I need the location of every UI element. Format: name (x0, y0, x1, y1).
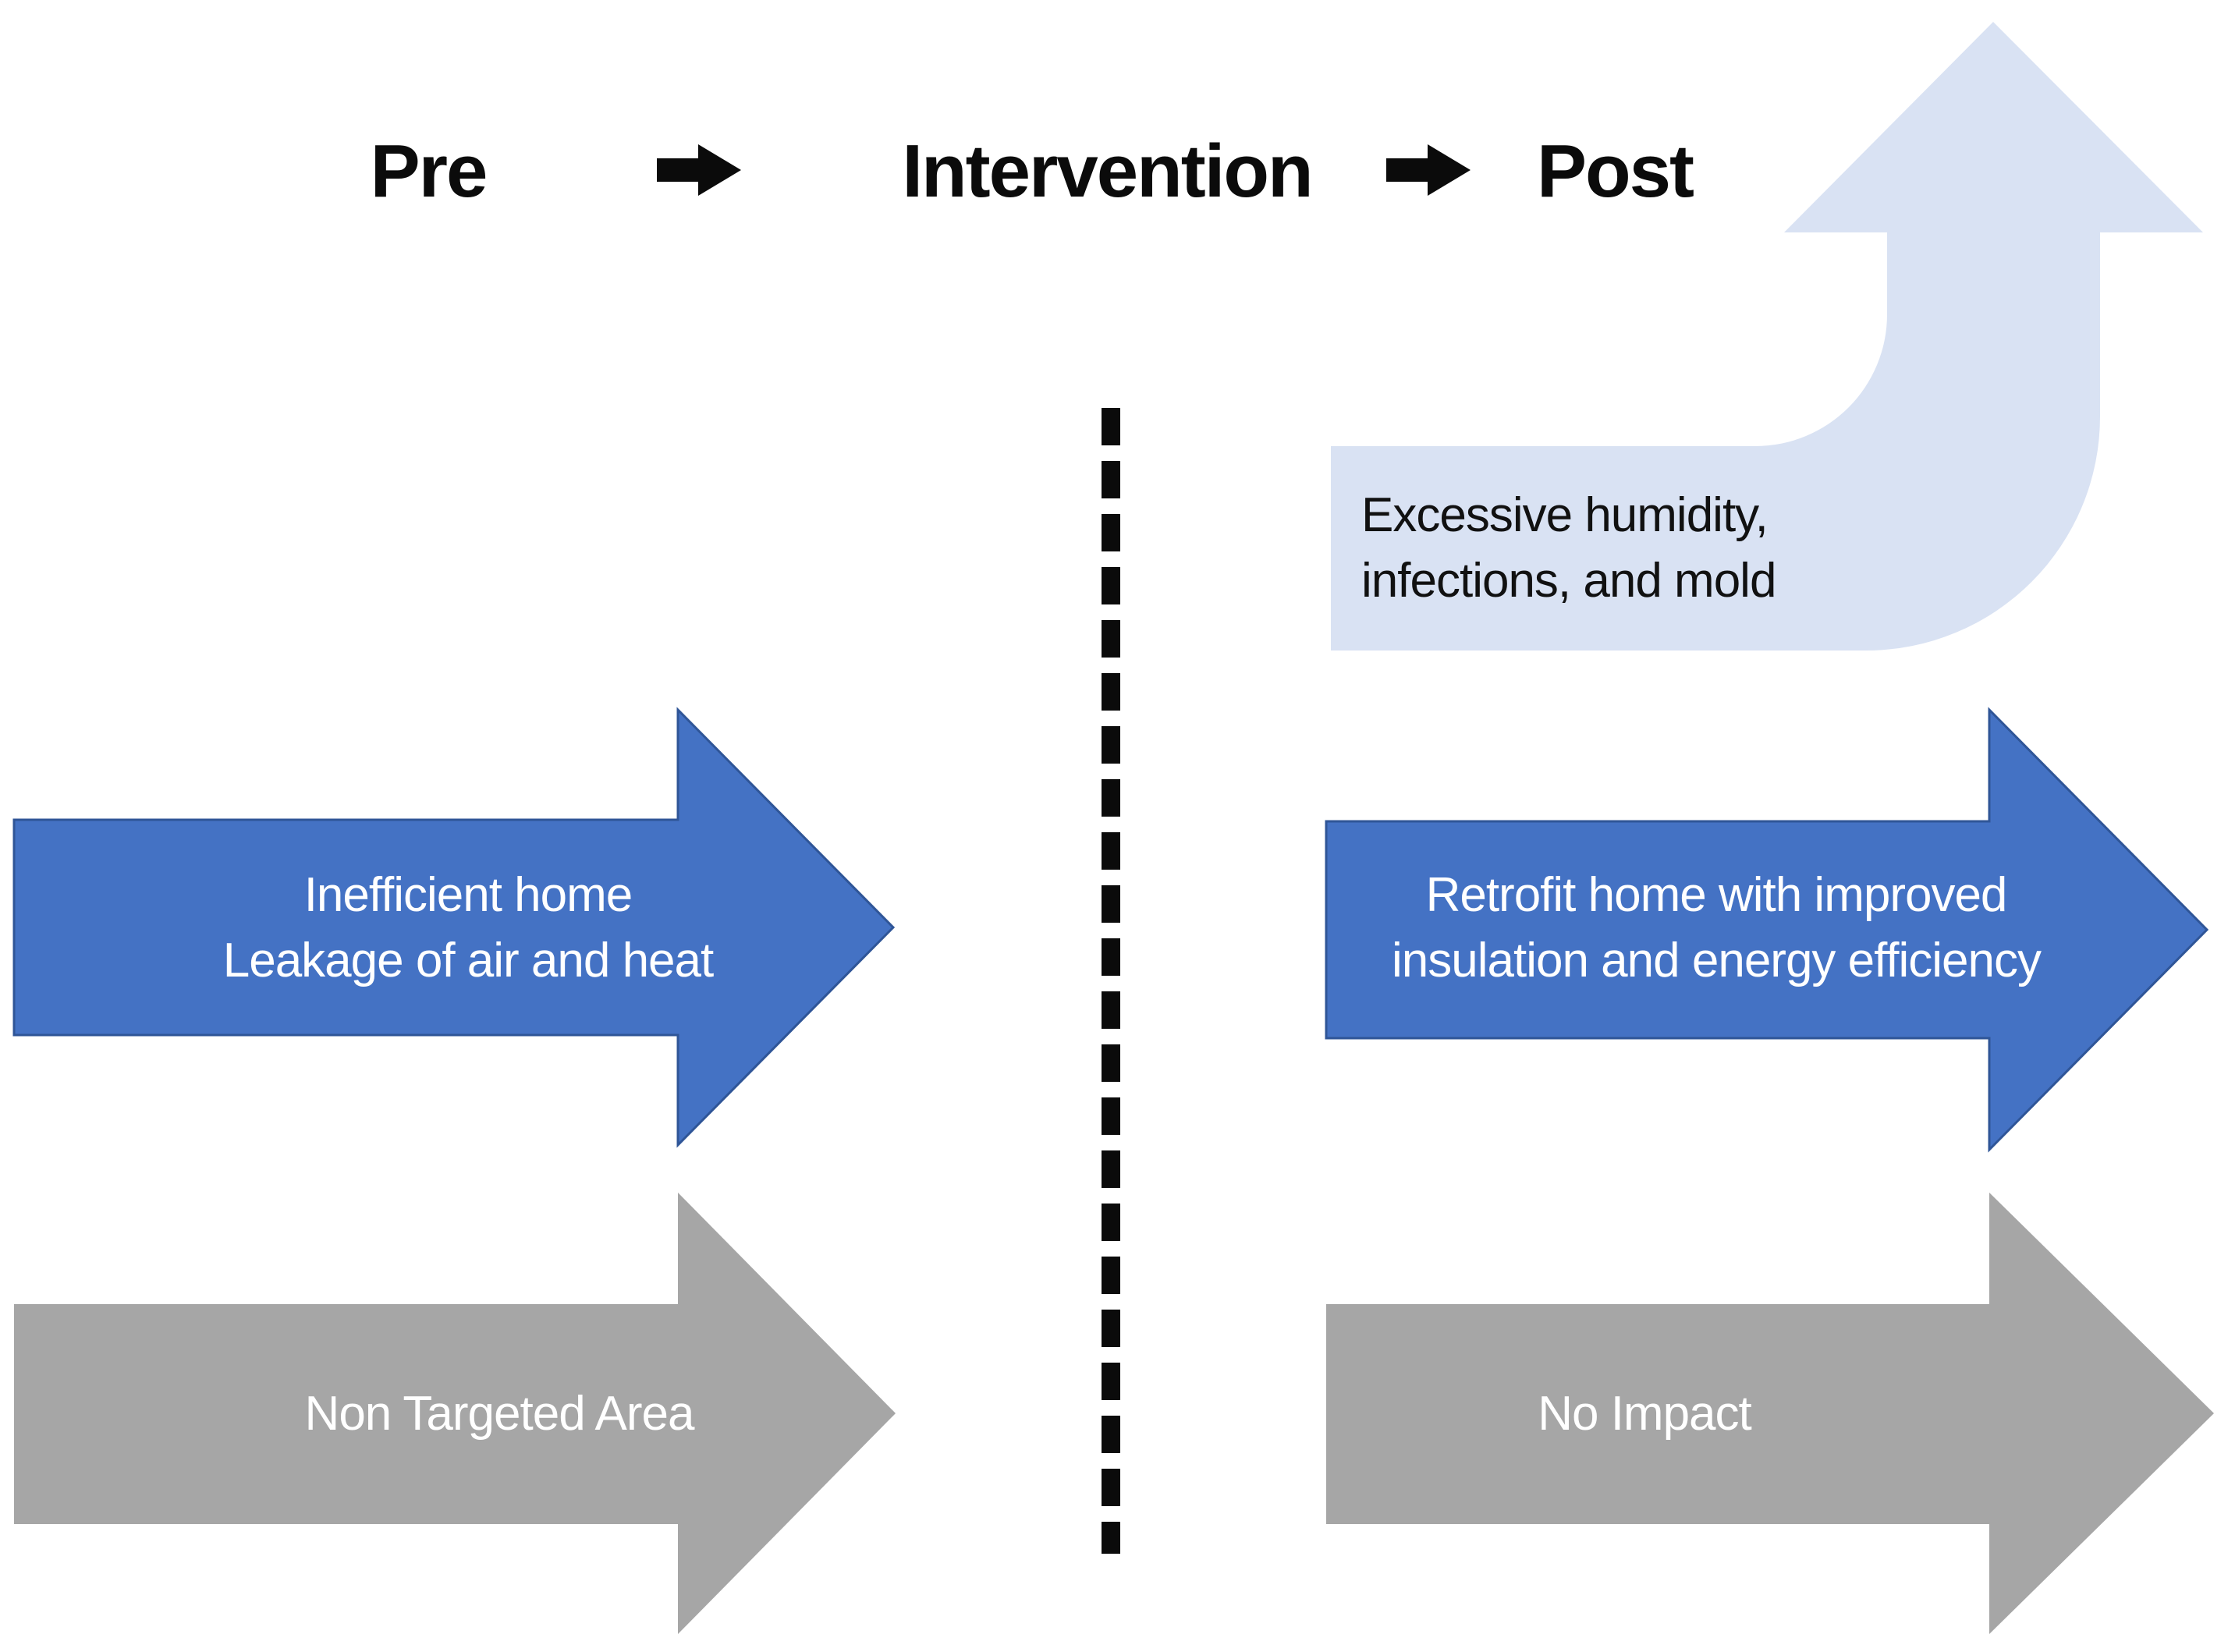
header-arrow-icon-2 (1386, 144, 1471, 196)
blue-arrow-left-label-line1: Inefficient home (303, 868, 633, 922)
curved-arrow-label: Excessive humidity, infections, and mold (1361, 483, 1776, 614)
blue-arrow-left-label-line2: Leakage of air and heat (222, 934, 715, 987)
header-label-intervention: Intervention (902, 129, 1313, 213)
gray-arrow-left (14, 1193, 896, 1634)
curved-up-arrow (1331, 22, 2203, 651)
blue-arrow-right-label-line1: Retrofit home with improved (1425, 868, 2008, 922)
blue-arrow-left-label: Inefficient home Leakage of air and heat (31, 863, 905, 994)
header-label-pre: Pre (370, 129, 488, 213)
header-label-post: Post (1536, 129, 1694, 213)
gray-arrow-left-label: Non Targeted Area (304, 1387, 695, 1441)
blue-arrow-right-label-line2: insulation and energy efficiency (1392, 934, 2042, 987)
curved-arrow-label-line1: Excessive humidity, (1361, 488, 1769, 542)
gray-arrow-right (1326, 1193, 2214, 1634)
blue-arrow-right (1325, 707, 2209, 1153)
gray-arrow-right-label: No Impact (1538, 1387, 1752, 1441)
blue-arrow-left (12, 707, 896, 1148)
curved-arrow-label-line2: infections, and mold (1361, 554, 1776, 608)
blue-arrow-right-label: Retrofit home with improved insulation a… (1326, 863, 2106, 994)
header-arrow-icon-1 (657, 144, 741, 196)
